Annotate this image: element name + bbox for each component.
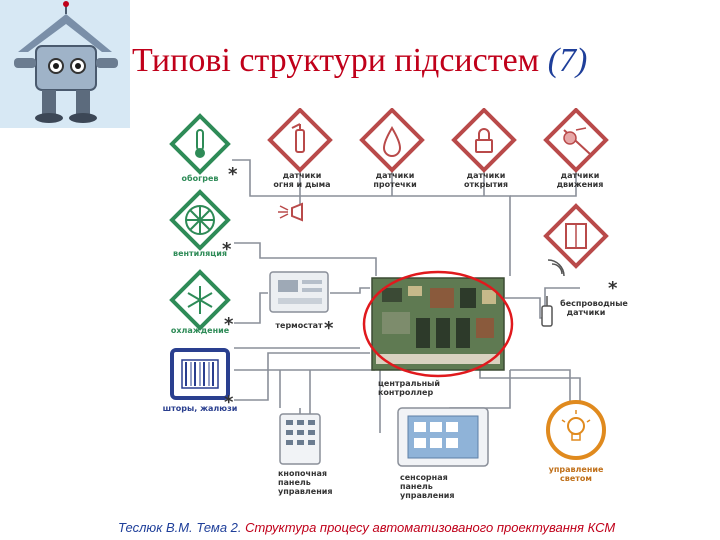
label-wireless-1: беспроводные [560, 298, 628, 308]
label-open-1: датчики [467, 171, 506, 180]
label-fire-1: датчики [283, 171, 322, 180]
house-robot-logo [0, 0, 130, 128]
label-touch-panel-1: сенсорная [400, 473, 448, 482]
label-heating: обогрев [182, 173, 219, 183]
asterisk-cooling: * [224, 314, 234, 335]
leak-sensor: датчики протечки [362, 110, 422, 189]
wireless-sensors: * беспроводные датчики [542, 206, 628, 326]
label-controller-1: центральный [378, 379, 440, 388]
cooling-sensor: охлаждение * [171, 272, 234, 335]
slide-footer: Теслюк В.М. Тема 2. Структура процесу ав… [118, 520, 615, 535]
thermostat: термостат * [270, 272, 334, 339]
light-control: управление светом [548, 402, 604, 483]
siren-icon [278, 204, 302, 220]
footer-author: Теслюк В.М. [118, 520, 193, 535]
label-fire-2: огня и дыма [273, 180, 330, 189]
label-motion-1: датчики [561, 171, 600, 180]
footer-topic: Структура процесу автоматизованого проек… [245, 520, 615, 535]
label-thermostat: термостат [275, 321, 323, 330]
asterisk-blinds: * [224, 392, 234, 413]
title-main: Типові структури підсистем [132, 42, 539, 79]
label-leak-1: датчики [376, 171, 415, 180]
opening-sensor: датчики открытия [454, 110, 514, 189]
label-light-1: управление [549, 465, 604, 474]
motion-sensor: датчики движения [546, 110, 606, 189]
label-cooling: охлаждение [171, 326, 230, 335]
label-controller-2: контроллер [378, 388, 433, 397]
fire-smoke-sensor: датчики огня и дыма [270, 110, 331, 189]
heating-sensor: обогрев * [172, 116, 238, 185]
blinds-control: шторы, жалюзи * [163, 350, 238, 413]
fan-icon [186, 206, 214, 234]
slide-title: Типові структури підсистем (7) [132, 42, 587, 80]
label-open-2: открытия [464, 180, 508, 189]
label-button-panel-1: кнопочная [278, 469, 327, 478]
label-light-2: светом [560, 474, 592, 483]
ventilation-sensor: вентиляция * [172, 192, 232, 260]
touch-panel: сенсорная панель управления [398, 408, 488, 500]
label-touch-panel-2: панель [400, 482, 433, 491]
label-touch-panel-3: управления [400, 491, 454, 500]
label-wireless-2: датчики [567, 308, 606, 317]
label-leak-2: протечки [373, 180, 416, 189]
footer-tema: Тема 2. [196, 520, 241, 535]
label-button-panel-2: панель [278, 478, 311, 487]
label-ventilation: вентиляция [173, 249, 227, 258]
asterisk-thermostat: * [324, 318, 334, 339]
smart-home-diagram: обогрев * вентиляция * охлаждение * [150, 108, 690, 503]
asterisk-wireless: * [608, 278, 618, 299]
label-button-panel-3: управления [278, 487, 332, 496]
label-motion-2: движения [557, 180, 604, 189]
title-number: (7) [548, 42, 588, 79]
asterisk-heating: * [228, 164, 238, 185]
button-panel: кнопочная панель управления [278, 414, 332, 496]
asterisk-ventilation: * [222, 239, 232, 260]
